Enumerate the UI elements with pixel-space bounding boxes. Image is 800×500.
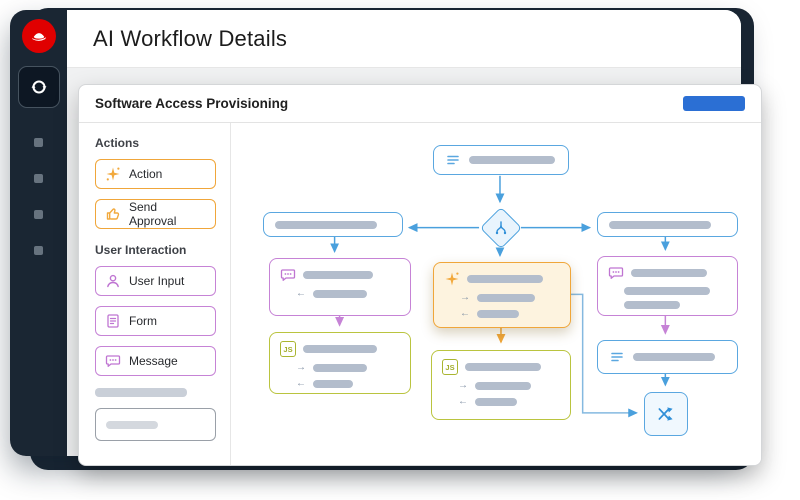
placeholder-box	[95, 408, 216, 441]
palette-item-label: Send Approval	[129, 200, 177, 228]
placeholder-bar	[624, 301, 680, 309]
palette-item-send-approval[interactable]: Send Approval	[95, 199, 216, 229]
call-arrow-glyph: →	[458, 380, 468, 391]
message-icon	[608, 267, 624, 279]
message-icon	[280, 269, 296, 281]
placeholder-bar	[475, 382, 531, 390]
flow-node-message-right[interactable]	[597, 256, 738, 316]
palette-item-label: Form	[129, 314, 157, 328]
message-icon	[105, 355, 121, 367]
app-header: AI Workflow Details	[67, 10, 741, 68]
palette-section-label: Actions	[95, 136, 140, 150]
list-icon	[611, 352, 623, 362]
placeholder-bar	[313, 380, 353, 388]
flow-node-script-mid[interactable]: JS → ←	[431, 350, 571, 420]
workflow-card-header: Software Access Provisioning	[79, 85, 761, 123]
return-arrow-glyph: ←	[460, 308, 470, 319]
palette-item-action[interactable]: Action	[95, 159, 216, 189]
card-primary-button[interactable]	[683, 96, 745, 111]
sync-nav-item[interactable]	[17, 66, 60, 108]
placeholder-bar	[106, 420, 158, 429]
placeholder-bar	[631, 269, 707, 277]
placeholder-bar	[313, 290, 367, 298]
placeholder-bar	[475, 398, 517, 406]
page-title: AI Workflow Details	[93, 25, 288, 51]
placeholder-bar	[469, 156, 555, 164]
flow-node-shuffle-end[interactable]	[644, 392, 688, 436]
flow-node-branch-left[interactable]	[263, 212, 403, 237]
flow-node-action-selected[interactable]: → ←	[433, 262, 571, 328]
flow-node-start[interactable]	[433, 145, 569, 175]
js-icon: JS	[280, 341, 296, 357]
placeholder-bar	[477, 294, 535, 302]
node-palette: Actions Action Send Approval	[79, 123, 231, 465]
placeholder-bar	[624, 287, 710, 295]
nav-placeholder-item[interactable]	[34, 174, 43, 183]
flow-node-branch-right[interactable]	[597, 212, 738, 237]
placeholder-bar	[275, 220, 377, 229]
sparkle-icon	[106, 167, 120, 181]
workflow-title: Software Access Provisioning	[95, 96, 289, 111]
placeholder-bar	[313, 364, 367, 372]
flow-node-decision[interactable]	[479, 206, 523, 250]
js-icon: JS	[442, 359, 458, 375]
palette-item-label: Message	[129, 354, 178, 368]
palette-item-label: User Input	[129, 274, 185, 288]
palette-item-user-input[interactable]: User Input	[95, 266, 216, 296]
placeholder-bar	[95, 388, 187, 397]
user-icon	[107, 274, 119, 288]
return-arrow-glyph: ←	[296, 378, 306, 389]
shuffle-icon	[658, 407, 673, 421]
return-arrow-glyph: ←	[458, 396, 468, 407]
call-arrow-glyph: →	[460, 292, 470, 303]
nav-placeholder-item[interactable]	[34, 210, 43, 219]
redhat-logo-icon[interactable]	[21, 19, 56, 53]
placeholder-bar	[633, 353, 715, 361]
sync-icon	[31, 80, 46, 94]
placeholder-bar	[303, 345, 377, 353]
placeholder-bar	[465, 363, 541, 371]
nav-placeholder-item[interactable]	[34, 246, 43, 255]
flow-node-message-left[interactable]: ←	[269, 258, 411, 316]
return-arrow-glyph: ←	[296, 288, 306, 299]
placeholder-bar	[467, 275, 543, 283]
sparkle-icon	[445, 272, 459, 286]
list-icon	[447, 155, 459, 165]
palette-item-message[interactable]: Message	[95, 346, 216, 376]
palette-section-label: User Interaction	[95, 243, 187, 257]
flow-canvas[interactable]: ←	[231, 123, 761, 465]
palette-item-label: Action	[129, 167, 163, 181]
workflow-card-body: Actions Action Send Approval	[79, 123, 761, 465]
flow-node-script-left[interactable]: JS → ←	[269, 332, 411, 394]
form-icon	[107, 314, 119, 328]
nav-placeholder-item[interactable]	[34, 138, 43, 147]
workflow-card: Software Access Provisioning Actions Act…	[78, 84, 762, 466]
thumbs-up-icon	[106, 208, 120, 220]
call-arrow-glyph: →	[296, 362, 306, 373]
palette-item-form[interactable]: Form	[95, 306, 216, 336]
placeholder-bar	[303, 271, 373, 279]
flow-node-list-right[interactable]	[597, 340, 738, 374]
placeholder-bar	[477, 310, 519, 318]
placeholder-bar	[609, 220, 711, 229]
app-sidebar	[10, 10, 67, 456]
